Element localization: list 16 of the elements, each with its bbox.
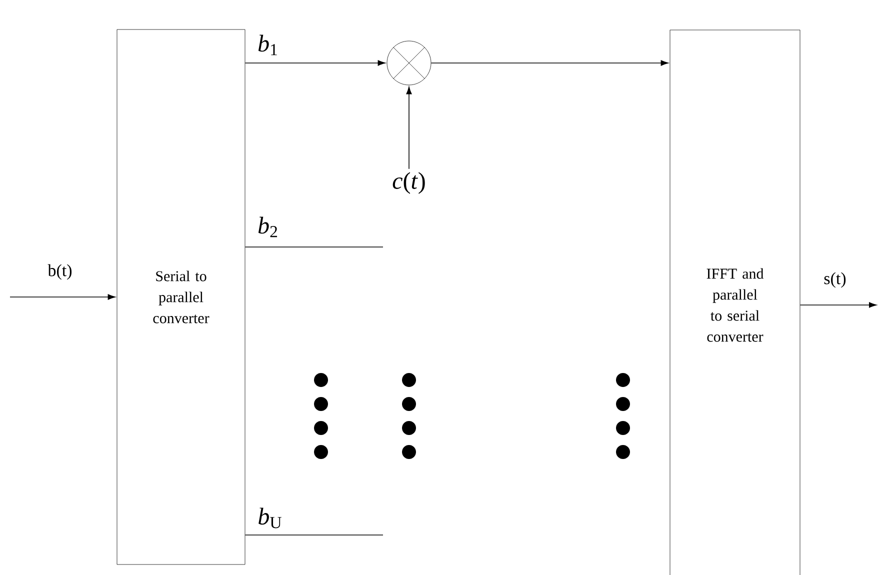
signal-label: c(t) [392, 172, 425, 194]
edge-label: s(t) [824, 272, 846, 288]
arrow [800, 302, 877, 308]
line [244, 246, 384, 248]
edge-label: b$_{U}$ [258, 508, 282, 528]
edge-label: b(t) [48, 264, 72, 280]
edge-label: b$_{2}$ [258, 216, 278, 238]
multiplier-circle [386, 40, 432, 86]
line [244, 534, 384, 536]
arrow [406, 86, 412, 170]
arrow [10, 294, 116, 300]
converter-box: Serial to parallel converter [116, 29, 246, 565]
arrow [244, 60, 386, 66]
edge-label: b$_{1}$ [258, 34, 277, 56]
arrow [430, 60, 668, 66]
converter-box: IFFT and parallel to serial converter [670, 30, 800, 575]
